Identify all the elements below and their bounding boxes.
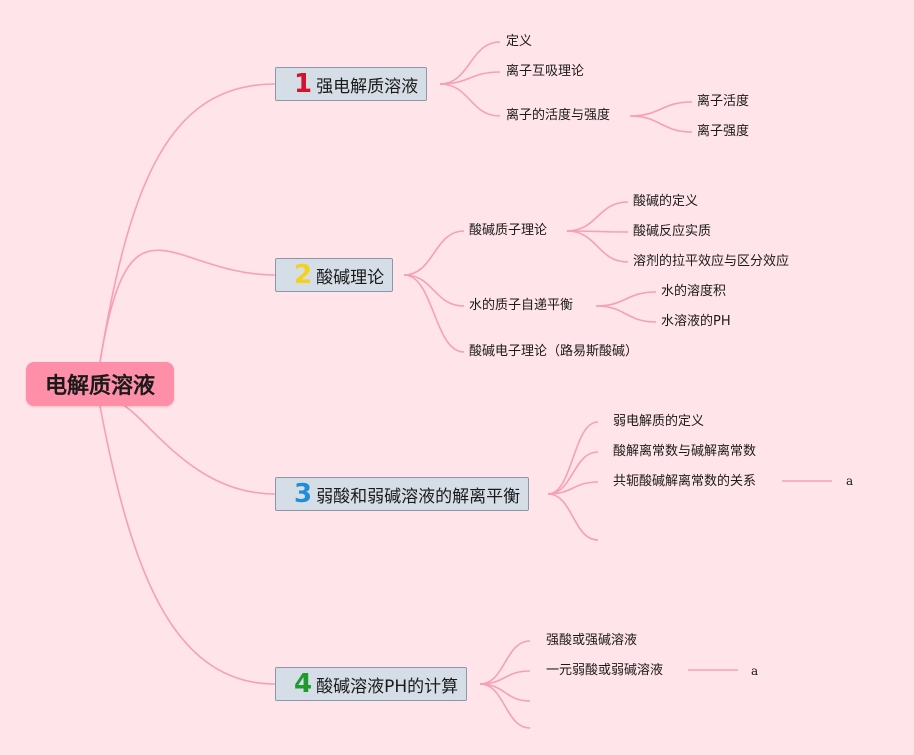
leaf-1-3[interactable]: 离子的活度与强度: [506, 108, 611, 123]
leaf-1-3-2[interactable]: 离子强度: [697, 124, 750, 139]
leaf-3-2[interactable]: 酸解离常数与碱解离常数: [613, 444, 757, 459]
connector-20: [547, 493, 599, 541]
note-4-2: a: [751, 664, 759, 678]
connector-3: [99, 405, 276, 685]
branch-3-node[interactable]: 3 弱酸和弱碱溶液的解离平衡: [275, 477, 530, 511]
leaf-3-1[interactable]: 弱电解质的定义: [613, 414, 705, 429]
connector-0: [99, 83, 276, 363]
connector-19: [547, 481, 599, 495]
leaf-2-1-2[interactable]: 酸碱反应实质: [633, 224, 712, 239]
connector-15: [595, 291, 657, 307]
connector-17: [547, 421, 599, 495]
connector-7: [629, 101, 693, 117]
connector-14: [566, 230, 629, 263]
connector-1: [99, 249, 276, 363]
connector-24: [479, 683, 531, 702]
leaf-2-1[interactable]: 酸碱质子理论: [469, 223, 548, 238]
root-label: 电解质溶液: [44, 374, 155, 399]
leaf-4-2[interactable]: 一元弱酸或弱碱溶液: [546, 663, 664, 678]
leaf-2-3[interactable]: 酸碱电子理论（路易斯酸碱）: [469, 344, 639, 359]
branch-1-label: 强电解质溶液: [316, 76, 419, 97]
note-3-3: a: [846, 474, 854, 488]
connector-5: [439, 71, 501, 85]
branch-2-label: 酸碱理论: [316, 267, 385, 288]
connector-18: [547, 451, 599, 495]
number-1-icon: 1: [294, 69, 313, 99]
branch-4-label: 酸碱溶液PH的计算: [316, 676, 459, 697]
branch-4-node[interactable]: 4 酸碱溶液PH的计算: [275, 667, 468, 701]
number-4-icon: 4: [294, 669, 313, 699]
root-node[interactable]: 电解质溶液: [26, 362, 174, 406]
branch-3-label: 弱酸和弱碱溶液的解离平衡: [316, 486, 521, 507]
leaf-1-3-1[interactable]: 离子活度: [697, 94, 750, 109]
leaf-1-1[interactable]: 定义: [506, 34, 533, 49]
branch-1-node[interactable]: 1 强电解质溶液: [275, 67, 428, 101]
connector-6: [439, 83, 501, 117]
connector-22: [479, 640, 531, 685]
leaf-3-3[interactable]: 共轭酸碱解离常数的关系: [613, 474, 757, 489]
leaf-2-2-2[interactable]: 水溶液的PH: [661, 314, 731, 329]
connector-4: [439, 41, 501, 85]
branch-2-node[interactable]: 2 酸碱理论: [275, 258, 394, 292]
leaf-2-2-1[interactable]: 水的溶度积: [661, 284, 727, 299]
connector-8: [629, 115, 693, 133]
number-3-icon: 3: [294, 479, 313, 509]
connector-16: [595, 305, 657, 323]
connector-2: [99, 399, 276, 495]
leaf-2-2[interactable]: 水的质子自递平衡: [469, 298, 574, 313]
connector-11: [403, 274, 465, 353]
number-2-icon: 2: [294, 260, 313, 290]
connector-12: [566, 201, 629, 232]
leaf-2-1-1[interactable]: 酸碱的定义: [633, 194, 699, 209]
leaf-4-1[interactable]: 强酸或强碱溶液: [546, 633, 638, 648]
leaf-2-1-3[interactable]: 溶剂的拉平效应与区分效应: [633, 254, 790, 269]
leaf-1-2[interactable]: 离子互吸理论: [506, 64, 585, 79]
connector-9: [403, 230, 465, 276]
connector-25: [479, 683, 531, 729]
connector-10: [403, 274, 465, 307]
